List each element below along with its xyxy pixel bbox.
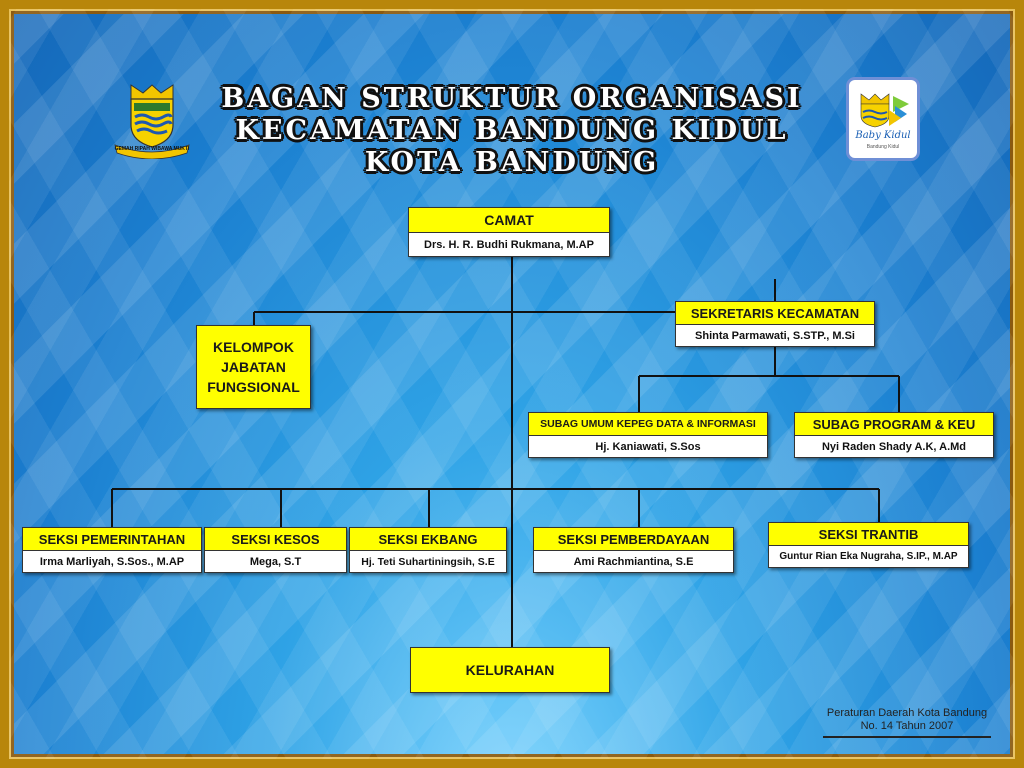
sekretaris-name: Shinta Parmawati, S.STP., M.Si [676,324,874,346]
seksi-trantib-name: Guntur Rian Eka Nugraha, S.IP., M.AP [769,545,968,567]
sekretaris-title: SEKRETARIS KECAMATAN [676,302,874,324]
subag-program-name: Nyi Raden Shady A.K, A.Md [795,435,993,457]
chart-title-line-3: KOTA BANDUNG [364,147,660,178]
seksi-kesos-name: Mega, S.T [205,550,346,572]
seksi-pemberdayaan-name: Ami Rachmiantina, S.E [534,550,733,572]
seksi-kesos-box: SEKSI KESOS Mega, S.T [204,527,347,573]
bandung-kidul-badge-logo: Baby Kidul Bandung Kidul [849,80,917,158]
seksi-pemerintahan-title: SEKSI PEMERINTAHAN [23,528,201,550]
subag-program-title: SUBAG PROGRAM & KEU [795,413,993,435]
chart-title-line-1: BAGAN STRUKTUR ORGANISASI [221,83,803,114]
seksi-pemberdayaan-box: SEKSI PEMBERDAYAAN Ami Rachmiantina, S.E [533,527,734,573]
kelompok-jabatan-fungsional-box: KELOMPOK JABATAN FUNGSIONAL [196,325,311,409]
seksi-trantib-title: SEKSI TRANTIB [769,523,968,545]
camat-box: CAMAT Drs. H. R. Budhi Rukmana, M.AP [408,207,610,257]
footnote-line-2: No. 14 Tahun 2007 [860,720,954,732]
bandung-coat-of-arms-logo: GEMAH RIPAH WIBAWA MUKTI [109,79,195,160]
org-connector-lines [111,257,900,649]
seksi-ekbang-title: SEKSI EKBANG [350,528,506,550]
kelompok-title: KELOMPOK JABATAN FUNGSIONAL [207,339,300,395]
camat-name: Drs. H. R. Budhi Rukmana, M.AP [409,232,609,256]
footnote-underline [823,736,991,738]
seksi-ekbang-box: SEKSI EKBANG Hj. Teti Suhartiningsih, S.… [349,527,507,573]
kelurahan-box: KELURAHAN [410,647,610,693]
regulation-footnote: Peraturan Daerah Kota Bandung No. 14 Tah… [817,707,997,738]
chart-title-line-2: KECAMATAN BANDUNG KIDUL [235,115,789,146]
seksi-pemberdayaan-title: SEKSI PEMBERDAYAAN [534,528,733,550]
footnote-line-1: Peraturan Daerah Kota Bandung [826,707,988,719]
seksi-trantib-box: SEKSI TRANTIB Guntur Rian Eka Nugraha, S… [768,522,969,568]
seksi-pemerintahan-box: SEKSI PEMERINTAHAN Irma Marliyah, S.Sos.… [22,527,202,573]
subag-umum-title: SUBAG UMUM KEPEG DATA & INFORMASI [529,413,767,435]
seksi-ekbang-name: Hj. Teti Suhartiningsih, S.E [350,550,506,572]
subag-umum-name: Hj. Kaniawati, S.Sos [529,435,767,457]
seksi-kesos-title: SEKSI KESOS [205,528,346,550]
subag-program-box: SUBAG PROGRAM & KEU Nyi Raden Shady A.K,… [794,412,994,458]
camat-title: CAMAT [409,208,609,232]
badge-subtext: Bandung Kidul [866,144,900,150]
seksi-pemerintahan-name: Irma Marliyah, S.Sos., M.AP [23,550,201,572]
sekretaris-kecamatan-box: SEKRETARIS KECAMATAN Shinta Parmawati, S… [675,301,875,347]
motto-ribbon-text: GEMAH RIPAH WIBAWA MUKTI [114,146,190,152]
kelurahan-title: KELURAHAN [465,662,555,678]
subag-umum-box: SUBAG UMUM KEPEG DATA & INFORMASI Hj. Ka… [528,412,768,458]
badge-script-text: Baby Kidul [855,130,911,141]
